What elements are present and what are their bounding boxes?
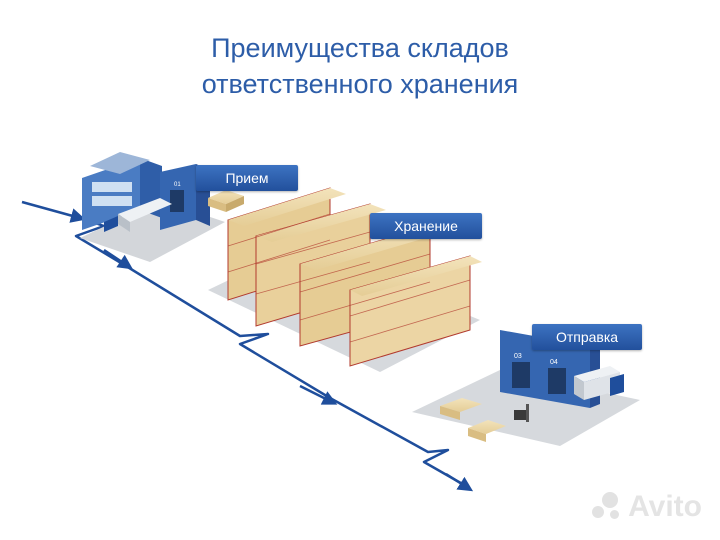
stage-label-receive: Прием — [196, 165, 298, 191]
gate-03-number: 03 — [514, 353, 522, 360]
incoming-pallets — [208, 190, 244, 212]
rack-row-4 — [349, 255, 482, 367]
storage-zone — [208, 187, 482, 372]
receiving-zone: 01 — [80, 152, 244, 262]
forklift — [514, 404, 529, 422]
page-title: Преимущества складов ответственного хран… — [0, 30, 720, 102]
gate-01-number: 01 — [174, 182, 181, 188]
stage-label-shipping: Отправка — [532, 324, 642, 350]
avito-watermark: Avito — [592, 490, 702, 524]
stage-label-storage: Хранение — [370, 213, 482, 239]
outgoing-truck — [574, 366, 624, 400]
title-line-1: Преимущества складов — [211, 33, 509, 63]
avito-watermark-text: Avito — [628, 490, 702, 523]
process-flow-line — [21, 200, 474, 492]
title-line-2: ответственного хранения — [201, 69, 519, 99]
rack-shelves — [227, 213, 471, 343]
avito-logo-icon — [592, 492, 622, 522]
outgoing-pallets — [440, 398, 506, 442]
gate-04-number: 04 — [550, 359, 558, 366]
